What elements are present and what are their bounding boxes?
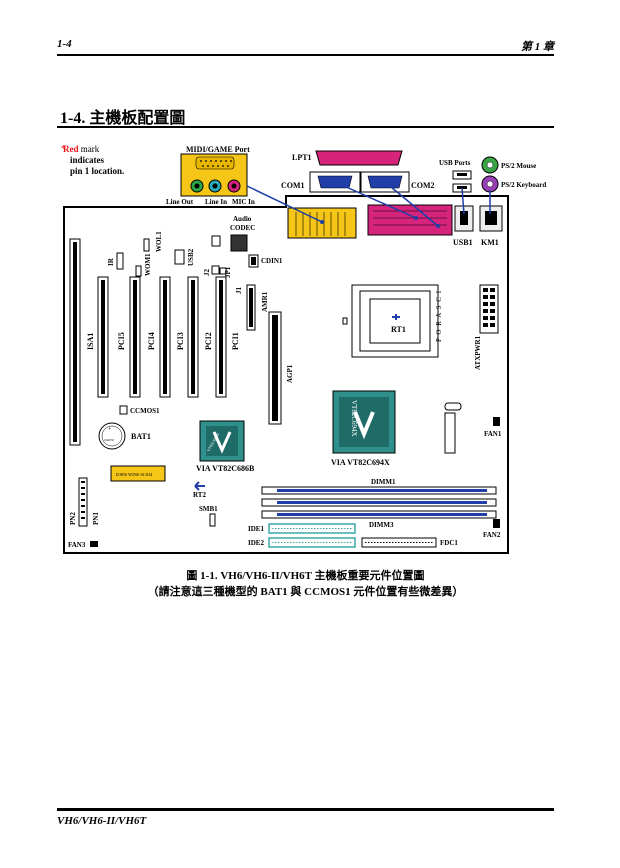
j2-label: J2 bbox=[203, 269, 211, 277]
j1-label: J1 bbox=[235, 287, 243, 295]
bat1-battery bbox=[98, 422, 126, 450]
legend-red-word: Red bbox=[63, 144, 79, 154]
fan1-label: FAN1 bbox=[484, 430, 502, 438]
svg-text:*: * bbox=[61, 144, 66, 155]
midi-label: MIDI/GAME Port bbox=[186, 145, 250, 154]
ir-header bbox=[116, 252, 124, 270]
page-number: 1-4 bbox=[57, 38, 72, 50]
wom1-label: WOM1 bbox=[144, 253, 152, 276]
rt1-label: RT1 bbox=[391, 325, 406, 334]
footer-rule bbox=[57, 808, 554, 811]
km1-label: KM1 bbox=[481, 238, 499, 247]
north-bridge-chip-text: VT82C694X bbox=[350, 400, 358, 437]
legend-line3: pin 1 location. bbox=[70, 166, 124, 176]
audio-codec-label-2: CODEC bbox=[230, 224, 255, 232]
wol1-header bbox=[143, 238, 150, 252]
ccmos1-jumper bbox=[119, 405, 128, 415]
pci5-label: PCI5 bbox=[117, 332, 126, 350]
com2-label: COM2 bbox=[411, 181, 435, 190]
dimm1-label: DIMM1 bbox=[371, 478, 396, 486]
atxpwr1-connector bbox=[479, 284, 499, 334]
via-694x-label: VIA VT82C694X bbox=[331, 458, 390, 467]
cdin1-label: CDIN1 bbox=[261, 257, 283, 265]
audio-codec-chip bbox=[230, 234, 248, 252]
ide1-label: IDE1 bbox=[248, 525, 264, 533]
wom1-header bbox=[135, 265, 142, 277]
section-rule bbox=[57, 126, 554, 128]
legend-line1: Red mark bbox=[63, 144, 100, 154]
socket-text: P O R A S C I bbox=[435, 290, 443, 342]
ir-label: IR bbox=[107, 257, 115, 266]
ccmos1-label: CCMOS1 bbox=[130, 407, 160, 415]
pci3-label: PCI3 bbox=[176, 332, 185, 350]
com1-label: COM1 bbox=[281, 181, 305, 190]
bat1-label: BAT1 bbox=[131, 432, 151, 441]
atxpwr1-label: ATXPWR1 bbox=[474, 335, 482, 370]
line-out-label: Line Out bbox=[166, 198, 194, 206]
jp1-label: JP1 bbox=[224, 266, 232, 278]
ps2-keyboard-label: PS/2 Keyboard bbox=[501, 181, 546, 189]
fan2-header bbox=[493, 519, 500, 528]
pci1-label: PCI1 bbox=[231, 332, 240, 350]
svg-text:+: + bbox=[108, 427, 112, 433]
dimm3-label: DIMM3 bbox=[369, 521, 394, 529]
pci-slots bbox=[97, 276, 227, 398]
page-header: 1-4 第 1 章 bbox=[57, 38, 554, 53]
bios-chip bbox=[110, 465, 166, 482]
bios-chip-text: IOI0S WIN6 SCSI4 bbox=[116, 472, 153, 477]
dimm-slots bbox=[261, 486, 497, 519]
smb1-label: SMB1 bbox=[199, 505, 218, 513]
figure-caption: 圖 1-1. VH6/VH6-II/VH6T 主機板重要元件位置圖 bbox=[186, 570, 425, 582]
pn2-label: PN2 bbox=[69, 512, 77, 525]
rt2-label: RT2 bbox=[193, 491, 206, 499]
via-686b-label: VIA VT82C686B bbox=[196, 464, 255, 473]
usb2-header bbox=[174, 249, 185, 265]
ps2-mouse-label: PS/2 Mouse bbox=[501, 162, 536, 170]
amr1-label: AMR1 bbox=[261, 291, 269, 312]
line-in-label: Line In bbox=[205, 198, 227, 206]
fan2-label: FAN2 bbox=[483, 531, 501, 539]
fan3-header bbox=[90, 541, 98, 547]
mic-in-label: MIC In bbox=[232, 198, 255, 206]
usb1-label: USB1 bbox=[453, 238, 473, 247]
fan1-header bbox=[493, 417, 500, 426]
isa1-label: ISA1 bbox=[86, 333, 95, 350]
section-title: 1-4. 主機板配置圖 bbox=[60, 110, 186, 127]
footer-text: VH6/VH6-II/VH6T bbox=[57, 815, 147, 827]
lpt1-port bbox=[315, 150, 403, 166]
lpt1-connector bbox=[367, 204, 453, 236]
legend-line2: indicates bbox=[70, 155, 104, 165]
panel-header bbox=[78, 477, 88, 527]
wol1-label: WOL1 bbox=[155, 231, 163, 252]
fan3-label: FAN3 bbox=[68, 541, 86, 549]
figure-caption-note: （請注意這三種機型的 BAT1 與 CCMOS1 元件位置有些微差異） bbox=[147, 586, 464, 598]
smb1-header bbox=[209, 513, 216, 527]
pn1-label: PN1 bbox=[92, 512, 100, 525]
fdc1-label: FDC1 bbox=[440, 539, 458, 547]
header-rule bbox=[57, 54, 554, 56]
audio-codec-label-1: Audio bbox=[233, 215, 252, 223]
svg-text:CR2032: CR2032 bbox=[104, 438, 115, 442]
lpt1-label: LPT1 bbox=[292, 153, 312, 162]
chapter-label: 第 1 章 bbox=[521, 41, 554, 53]
usb-ports-label: USB Ports bbox=[439, 159, 471, 167]
agp1-label: AGP1 bbox=[286, 364, 294, 383]
pci4-label: PCI4 bbox=[147, 332, 156, 350]
pci2-label: PCI2 bbox=[204, 332, 213, 350]
ide2-label: IDE2 bbox=[248, 539, 264, 547]
usb2-label: USB2 bbox=[187, 248, 195, 266]
